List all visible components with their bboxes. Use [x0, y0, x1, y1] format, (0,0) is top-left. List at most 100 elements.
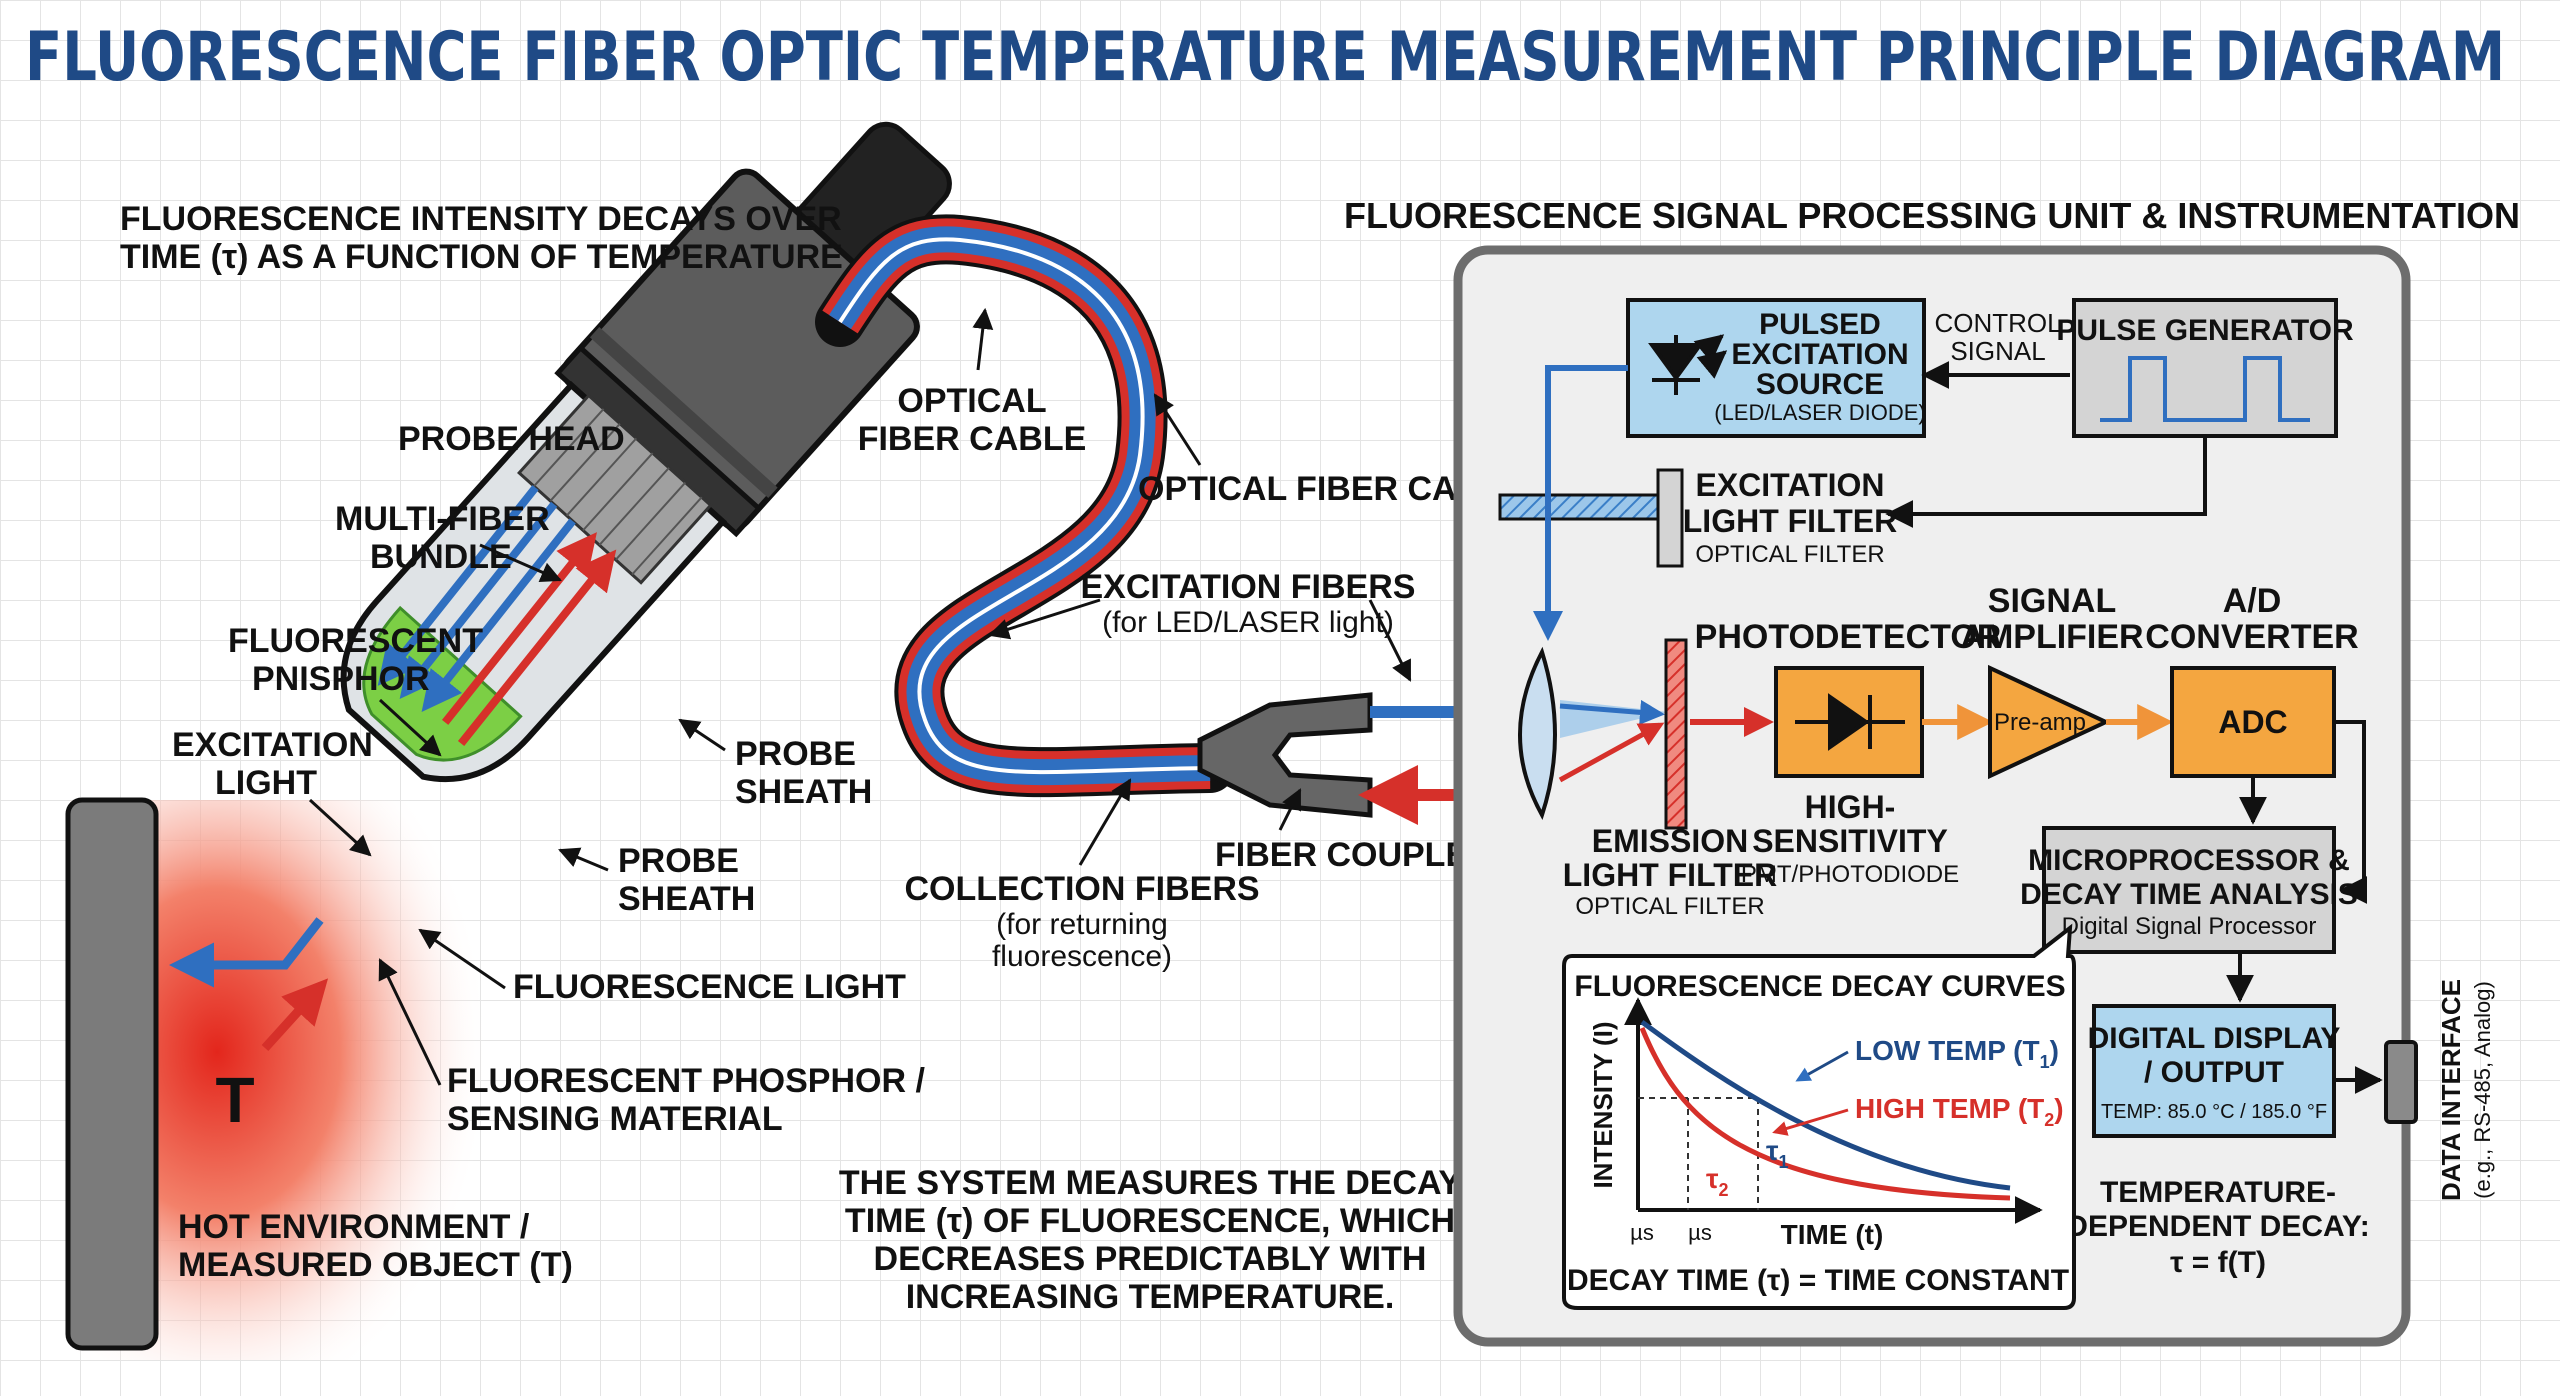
lens-to-emission-blue [1559, 699, 1665, 725]
decay-chart-tick-a: µs [1630, 1220, 1654, 1245]
system-note-line1: THE SYSTEM MEASURES THE DECAY [839, 1164, 1461, 1202]
probe-excitation-ray-2 [399, 501, 558, 699]
pulsed-source-line3: SOURCE [1756, 368, 1884, 401]
probe-sheath-right-label-line2: SHEATH [735, 773, 872, 811]
pulsed-source-line2: EXCITATION [1731, 338, 1908, 371]
excitation-light-leader [308, 798, 372, 857]
fiber-coupler [1197, 692, 1373, 818]
tau2-symbol: τ [1706, 1163, 1719, 1194]
excitation-filter-plate [1498, 493, 1660, 521]
temp-dep-line2: DEPENDENT DECAY: [2066, 1210, 2369, 1243]
collection-fibers-label-line1: COLLECTION FIBERS [904, 870, 1259, 908]
high-sens-line2: SENSITIVITY [1752, 823, 1948, 859]
probe-head-band-2 [589, 327, 778, 499]
excitation-fibers-leader-b [1368, 599, 1412, 682]
pulse-to-filter-line [1885, 436, 2207, 528]
fluorescence-light-leader [418, 928, 506, 990]
low-temp-subscript: 1 [2040, 1052, 2050, 1072]
low-temp-close: ) [2050, 1035, 2059, 1066]
intensity-decay-note-line2: TIME (τ) AS A FUNCTION OF TEMPERATURE [120, 238, 843, 276]
decay-chart-xlabel: TIME (t) [1781, 1219, 1884, 1250]
high-temp-text: HIGH TEMP (T [1855, 1093, 2044, 1124]
multi-fiber-bundle [517, 393, 713, 585]
hot-env-label-line1: HOT ENVIRONMENT / [178, 1208, 530, 1246]
fluorescent-pnisphor-label-line1: FLUORESCENT [228, 622, 483, 660]
display-line2: / OUTPUT [2144, 1056, 2284, 1089]
intensity-decay-note-line1: FLUORESCENCE INTENSITY DECAYS OVER [120, 200, 842, 238]
optical-fiber-cable-b-leader [1153, 393, 1202, 466]
source-to-lens-blue-path [1533, 365, 1628, 641]
collection-fibers-label-line2: (for returning [996, 908, 1168, 941]
system-note-line3: DECREASES PREDICTABLY WITH [874, 1240, 1427, 1278]
fluorescence-light-label: FLUORESCENCE LIGHT [513, 968, 906, 1006]
lens-icon [1518, 646, 1557, 820]
adc-label: ADC [2218, 704, 2287, 740]
lens-to-emission-red [1558, 722, 1665, 783]
optical-fiber-cable [815, 214, 1235, 798]
tau1-symbol: τ [1766, 1135, 1779, 1166]
phosphor-label-line2: SENSING MATERIAL [447, 1100, 783, 1138]
probe-assembly [340, 121, 952, 783]
incoming-red-arrow [261, 978, 329, 1052]
temp-dep-line1: TEMPERATURE- [2100, 1176, 2336, 1209]
decay-chart-caption: DECAY TIME (τ) = TIME CONSTANT [1567, 1264, 2069, 1297]
high-temp-leader [1772, 1108, 1849, 1136]
adc-box [2170, 666, 2336, 778]
emission-filter-line2: LIGHT FILTER [1563, 857, 1777, 893]
excitation-fibers-leader-a [987, 598, 1101, 640]
pulse-generator [2072, 298, 2338, 438]
adc-side-path [2334, 720, 2368, 904]
probe-sheath-right-leader [678, 718, 726, 752]
adc-title-line1: A/D [2223, 582, 2282, 620]
phosphor-leader [378, 958, 442, 1086]
signal-amp-line2: AMPLIFIER [1960, 618, 2143, 656]
low-temp-text: LOW TEMP (T [1855, 1035, 2040, 1066]
data-interface-line2: (e.g., RS-485, Analog) [2470, 981, 2495, 1199]
optical-fiber-cable-label-a-line1: OPTICAL [897, 382, 1046, 420]
excitation-fibers-label-line2: (for LED/LASER light) [1102, 606, 1394, 639]
tau2-label: τ2 [1706, 1163, 1729, 1200]
decay-chart-title: FLUORESCENCE DECAY CURVES [1574, 970, 2065, 1003]
excitation-fibers-label-line1: EXCITATION FIBERS [1081, 568, 1416, 606]
emission-filter-line1: EMISSION [1592, 823, 1748, 859]
adc-title-line2: CONVERTER [2145, 618, 2358, 656]
low-temp-label: LOW TEMP (T1) [1855, 1035, 2059, 1072]
tau1-subscript: 1 [1779, 1152, 1789, 1172]
high-sens-line1: HIGH- [1805, 789, 1896, 825]
pulse-waveform-icon [2100, 356, 2310, 422]
pnisphor-leader [378, 698, 442, 757]
collection-fibers-label-line3: fluorescence) [992, 940, 1172, 973]
fiber-coupler-label: FIBER COUPLER [1215, 836, 1493, 874]
emission-filter [1664, 638, 1688, 830]
high-temp-close: ) [2054, 1093, 2063, 1124]
phosphor-label-line1: FLUORESCENT PHOSPHOR / [447, 1062, 925, 1100]
preamp-label: Pre-amp [1994, 709, 2086, 736]
high-temp-label: HIGH TEMP (T2) [1855, 1093, 2064, 1130]
decay-chart-ylabel: INTENSITY (I) [1588, 1021, 1618, 1188]
excitation-filter-line2: LIGHT FILTER [1683, 503, 1897, 539]
tau1-label: τ1 [1766, 1135, 1789, 1172]
excitation-light-label-line2: LIGHT [215, 764, 317, 802]
micro-line1: MICROPROCESSOR & [2028, 844, 2350, 877]
high-temp-subscript: 2 [2044, 1110, 2054, 1130]
hot-environment [65, 797, 490, 1360]
decay-curve-low-temp [1640, 1019, 2011, 1191]
multi-fiber-label-line1: MULTI-FIBER [335, 500, 550, 538]
decay-curve-high-temp [1639, 1027, 2011, 1201]
excitation-filter-line3: OPTICAL FILTER [1695, 541, 1884, 568]
system-note-line2: TIME (τ) OF FLUORESCENCE, WHICH [845, 1202, 1455, 1240]
probe-head-label: PROBE HEAD [398, 420, 625, 458]
hot-env-label-line2: MEASURED OBJECT (T) [178, 1246, 573, 1284]
fiber-coupler-leader [1278, 788, 1302, 831]
control-signal-label-line1: CONTROL [1934, 308, 2061, 338]
probe-sheath-lower-label-line1: PROBE [618, 842, 739, 880]
fluorescent-pnisphor-label-line2: PNISPHOR [252, 660, 430, 698]
probe-sheath-lower-leader [558, 847, 609, 872]
temperature-symbol: T [215, 1064, 254, 1136]
system-note-line4: INCREASING TEMPERATURE. [906, 1278, 1395, 1316]
digital-display-box [2092, 1004, 2336, 1138]
excitation-light-label-line1: EXCITATION [172, 726, 373, 764]
probe-excitation-ray-1 [377, 485, 539, 686]
pulsed-source-line4: (LED/LASER DIODE) [1714, 400, 1926, 425]
